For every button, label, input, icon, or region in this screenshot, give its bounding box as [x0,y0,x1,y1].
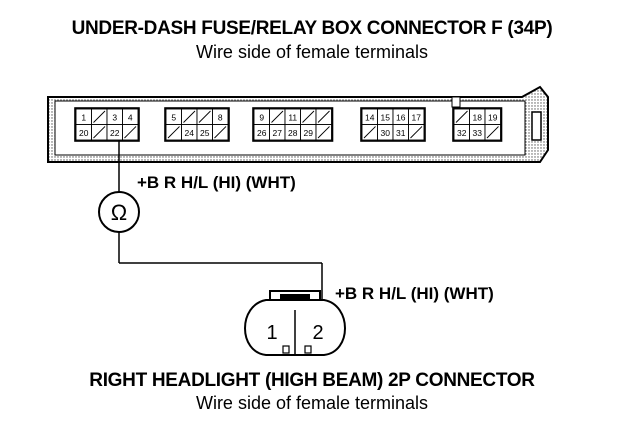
terminal-number: 4 [128,113,133,123]
fuse-box-connector-title: UNDER-DASH FUSE/RELAY BOX CONNECTOR F (3… [71,18,553,39]
unused-cavity-mark [214,126,227,139]
terminal-number: 31 [396,128,406,138]
unused-cavity-mark [198,110,211,123]
unused-cavity-mark [302,110,315,123]
unused-cavity-mark [363,126,376,139]
terminal-number: 16 [396,113,406,123]
terminal-number: 11 [288,113,297,123]
fuse-box-connector-subtitle: Wire side of female terminals [195,42,429,62]
connector-side-tab [531,111,542,141]
wire-label-1: +B R H/L (HI) (WHT) [137,173,296,192]
wire-label-2: +B R H/L (HI) (WHT) [335,284,494,303]
ohmmeter-icon [98,191,140,233]
terminal-number: 8 [218,113,223,123]
headlight-connector-title: RIGHT HEADLIGHT (HIGH BEAM) 2P CONNECTOR [89,370,535,391]
terminal-number: 5 [171,113,176,123]
ohm-symbol: Ω [111,200,127,225]
terminal-number: 1 [81,113,86,123]
terminal-number: 20 [79,128,89,138]
unused-cavity-mark [93,110,106,123]
terminal-cavities: 1 3 4 20 22 5 8 24 25 9 11 26 27 28 29 14 15 16 17 30 31 18 19… [74,107,503,142]
unused-cavity-mark [410,126,423,139]
terminal-number: 28 [288,128,298,138]
terminal-number: 25 [200,128,210,138]
unused-cavity-mark [317,110,330,123]
terminal-number: 30 [381,128,391,138]
terminal-number: 27 [273,128,283,138]
terminal-number: 3 [112,113,117,123]
headlight-pin-2: 2 [312,322,323,344]
terminal-number: 33 [473,128,483,138]
connector-latch [451,96,461,108]
headlight-pin-1-slot [282,345,290,354]
terminal-number: 29 [304,128,314,138]
terminal-number: 9 [259,113,264,123]
terminal-number: 32 [457,128,467,138]
unused-cavity-mark [317,126,330,139]
unused-cavity-mark [167,126,180,139]
terminal-number: 15 [381,113,391,123]
ohmmeter: Ω [98,191,140,233]
unused-cavity-mark [183,110,196,123]
terminal-number: 22 [110,128,120,138]
unused-cavity-mark [486,126,499,139]
headlight-connector-subtitle: Wire side of female terminals [195,393,429,413]
fuse-box-connector: 1 3 4 20 22 5 8 24 25 9 11 26 27 28 29 14 15 16 17 30 31 18 19… [47,85,549,163]
unused-cavity-mark [124,126,137,139]
terminal-number: 18 [473,113,483,123]
terminal-number: 17 [412,113,422,123]
headlight-connector-lock [280,294,310,299]
unused-cavity-mark [93,126,106,139]
headlight-pin-1: 1 [266,322,277,344]
terminal-number: 26 [257,128,267,138]
terminal-number: 19 [488,113,498,123]
headlight-connector: 1 2 [244,290,346,356]
terminal-number: 14 [365,113,375,123]
headlight-pin-2-slot [304,345,312,354]
terminal-number: 24 [185,128,195,138]
unused-cavity-mark [271,110,284,123]
unused-cavity-mark [455,110,468,123]
